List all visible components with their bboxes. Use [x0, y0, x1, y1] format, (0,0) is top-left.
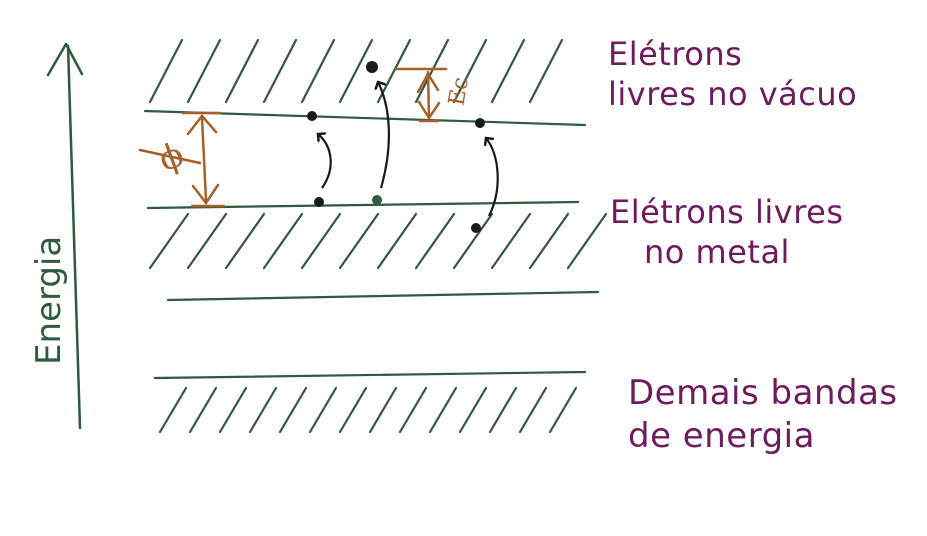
hatch-stroke	[262, 212, 304, 270]
electron-transition-1	[307, 111, 332, 207]
metal-band	[148, 212, 608, 270]
hatch-stroke	[368, 386, 398, 434]
energy-axis: Energia	[29, 42, 84, 430]
other-bands-label-line1: Demais bandas	[628, 373, 898, 413]
hatch-stroke	[338, 386, 368, 434]
hatch-stroke	[186, 212, 228, 270]
hatch-stroke	[300, 212, 342, 270]
metal-label: Elétrons livres no metal	[610, 192, 844, 272]
hatch-stroke	[414, 212, 456, 270]
hatch-stroke	[148, 38, 184, 104]
metal-bottom-line	[166, 290, 600, 302]
metal-label-line1: Elétrons livres	[610, 193, 844, 231]
electron-transition-3	[471, 118, 499, 233]
work-function-arrow	[138, 111, 226, 208]
work-function-symbol: ϕ	[154, 134, 189, 180]
hatch-stroke	[248, 386, 278, 434]
vacuum-label-line2: livres no vácuo	[608, 75, 858, 113]
hatch-stroke	[224, 212, 266, 270]
other-bands-hatch	[158, 386, 578, 434]
kinetic-energy-arrow	[394, 67, 448, 123]
other-bands-top-line	[153, 370, 587, 380]
hatch-stroke	[218, 386, 248, 434]
hatch-stroke	[158, 386, 188, 434]
hatch-stroke	[224, 38, 260, 104]
hatch-stroke	[148, 212, 190, 270]
hatch-stroke	[414, 38, 450, 104]
hatch-stroke	[188, 386, 218, 434]
hatch-stroke	[376, 212, 418, 270]
vacuum-label-line1: Elétrons	[608, 35, 743, 73]
hatch-stroke	[186, 38, 222, 104]
other-bands-label-line2: de energia	[628, 415, 815, 456]
hatch-stroke	[338, 38, 374, 104]
electron-transition-2	[366, 61, 390, 205]
hatch-stroke	[452, 212, 494, 270]
hatch-stroke	[488, 386, 518, 434]
hatch-stroke	[528, 38, 564, 104]
hatch-stroke	[458, 386, 488, 434]
metal-label-line2: no metal	[644, 233, 790, 271]
hatch-stroke	[548, 386, 578, 434]
hatch-stroke	[528, 212, 570, 270]
hatch-stroke	[428, 386, 458, 434]
hatch-stroke	[376, 38, 412, 104]
hatch-stroke	[262, 38, 298, 104]
hatch-stroke	[490, 212, 532, 270]
kinetic-energy-symbol: Ec	[444, 75, 474, 107]
vacuum-band	[148, 38, 564, 104]
axis-label: Energia	[29, 236, 69, 365]
hatch-stroke	[518, 386, 548, 434]
hatch-stroke	[300, 38, 336, 104]
hatch-stroke	[338, 212, 380, 270]
other-bands-label: Demais bandas de energia	[628, 372, 898, 457]
hatch-stroke	[452, 38, 488, 104]
hatch-stroke	[566, 212, 608, 270]
hatch-stroke	[308, 386, 338, 434]
hatch-stroke	[398, 386, 428, 434]
vacuum-label: Elétrons livres no vácuo	[608, 34, 857, 114]
hatch-stroke	[490, 38, 526, 104]
hatch-stroke	[278, 386, 308, 434]
